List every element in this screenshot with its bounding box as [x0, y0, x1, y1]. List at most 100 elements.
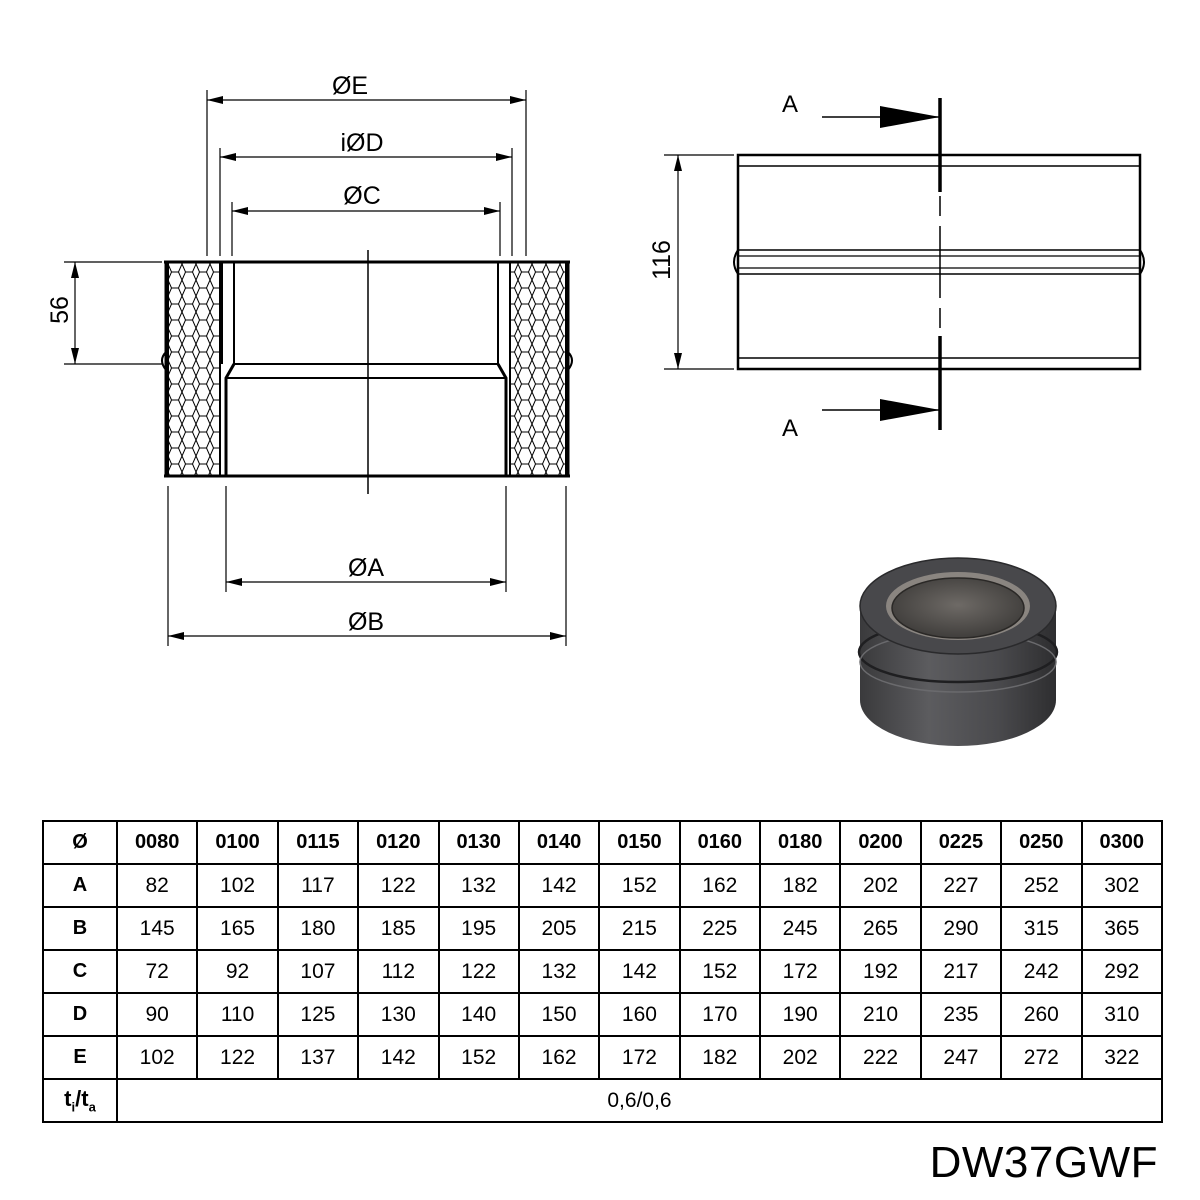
table-cell: 142 [357, 1035, 440, 1080]
table-cell: 315 [1000, 906, 1083, 951]
section-label-bottom: A [782, 415, 798, 442]
table-cell: 125 [276, 992, 360, 1037]
table-cell: 162 [517, 1035, 601, 1080]
table-cell: 272 [1000, 1035, 1083, 1080]
dim-label-56: 56 [46, 296, 74, 324]
table-cell: 132 [517, 949, 601, 994]
side-elevation: A A 116 [648, 91, 1145, 442]
table-row-label: D [42, 992, 118, 1037]
insulation-right [509, 261, 567, 477]
table-row-label: E [42, 1035, 118, 1080]
table-cell: 142 [517, 863, 601, 908]
table-cell: 215 [598, 906, 681, 951]
table-cell: 365 [1080, 906, 1163, 951]
table-header-cell: 0080 [115, 820, 199, 865]
table-cell: 235 [919, 992, 1003, 1037]
table-cell: 152 [598, 863, 681, 908]
table-cell: 122 [357, 863, 440, 908]
table-cell: 107 [276, 949, 360, 994]
table-cell: 140 [437, 992, 520, 1037]
table-cell: 160 [598, 992, 681, 1037]
table-cell: 172 [758, 949, 842, 994]
dim-label-116: 116 [648, 240, 676, 280]
thickness-label-sep: /t [75, 1086, 89, 1112]
table-header-cell: 0225 [919, 820, 1003, 865]
table-cell: 182 [678, 1035, 762, 1080]
table-cell: 152 [678, 949, 762, 994]
table-cell: 170 [678, 992, 762, 1037]
table-cell: 82 [115, 863, 199, 908]
table-cell: 290 [919, 906, 1003, 951]
table-cell: 292 [1080, 949, 1163, 994]
insulation-left [167, 261, 221, 477]
table-row-label: A [42, 863, 118, 908]
table-header-cell: 0250 [1000, 820, 1083, 865]
table-header-cell: 0160 [678, 820, 762, 865]
table-cell: 247 [919, 1035, 1003, 1080]
table-cell: 222 [839, 1035, 922, 1080]
table-header-cell: 0200 [839, 820, 922, 865]
table-cell: 145 [115, 906, 199, 951]
thickness-label-t: t [64, 1086, 72, 1112]
table-cell: 152 [437, 1035, 520, 1080]
thickness-label-i: i [71, 1099, 76, 1115]
table-cell: 310 [1080, 992, 1163, 1037]
dim-label-d: iØD [340, 129, 383, 157]
table-header-cell: 0120 [357, 820, 440, 865]
table-row-label: B [42, 906, 118, 951]
table-cell: 117 [276, 863, 360, 908]
table-cell: 252 [1000, 863, 1083, 908]
table-row-label: C [42, 949, 118, 994]
table-cell: 90 [115, 992, 199, 1037]
table-header-diameter: Ø [42, 820, 118, 865]
table-cell: 202 [758, 1035, 842, 1080]
table-cell: 180 [276, 906, 360, 951]
table-cell: 217 [919, 949, 1003, 994]
table-cell: 102 [115, 1035, 199, 1080]
dim-label-e: ØE [332, 72, 368, 100]
table-header-cell: 0150 [598, 820, 681, 865]
table-cell: 185 [357, 906, 440, 951]
section-view: ØE iØD ØC ØA ØB 56 [46, 72, 573, 646]
table-cell: 242 [1000, 949, 1083, 994]
table-cell: 142 [598, 949, 681, 994]
table-cell: 162 [678, 863, 762, 908]
table-cell: 182 [758, 863, 842, 908]
section-label-top: A [782, 91, 798, 118]
model-code: DW37GWF [929, 1138, 1158, 1187]
table-cell: 260 [1000, 992, 1083, 1037]
table-cell: 205 [517, 906, 601, 951]
table-header-cell: 0180 [758, 820, 842, 865]
table-cell: 72 [115, 949, 199, 994]
table-cell: 132 [437, 863, 520, 908]
thickness-label: ti/ta [42, 1078, 118, 1123]
product-render [857, 557, 1059, 746]
table-cell: 122 [437, 949, 520, 994]
table-cell: 302 [1080, 863, 1163, 908]
table-cell: 245 [758, 906, 842, 951]
table-cell: 172 [598, 1035, 681, 1080]
table-cell: 227 [919, 863, 1003, 908]
table-cell: 130 [357, 992, 440, 1037]
table-cell: 225 [678, 906, 762, 951]
thickness-value: 0,6/0,6 [116, 1078, 1163, 1123]
dim-label-a: ØA [348, 554, 384, 582]
table-cell: 165 [196, 906, 279, 951]
table-cell: 150 [517, 992, 601, 1037]
thickness-label-a: a [88, 1099, 96, 1115]
table-header-cell: 0300 [1080, 820, 1163, 865]
table-cell: 110 [196, 992, 279, 1037]
dim-label-c: ØC [343, 182, 381, 210]
table-cell: 102 [196, 863, 279, 908]
table-cell: 92 [196, 949, 279, 994]
technical-drawing: ØE iØD ØC ØA ØB 56 [46, 72, 1145, 746]
table-header-cell: 0115 [276, 820, 360, 865]
table-cell: 190 [758, 992, 842, 1037]
